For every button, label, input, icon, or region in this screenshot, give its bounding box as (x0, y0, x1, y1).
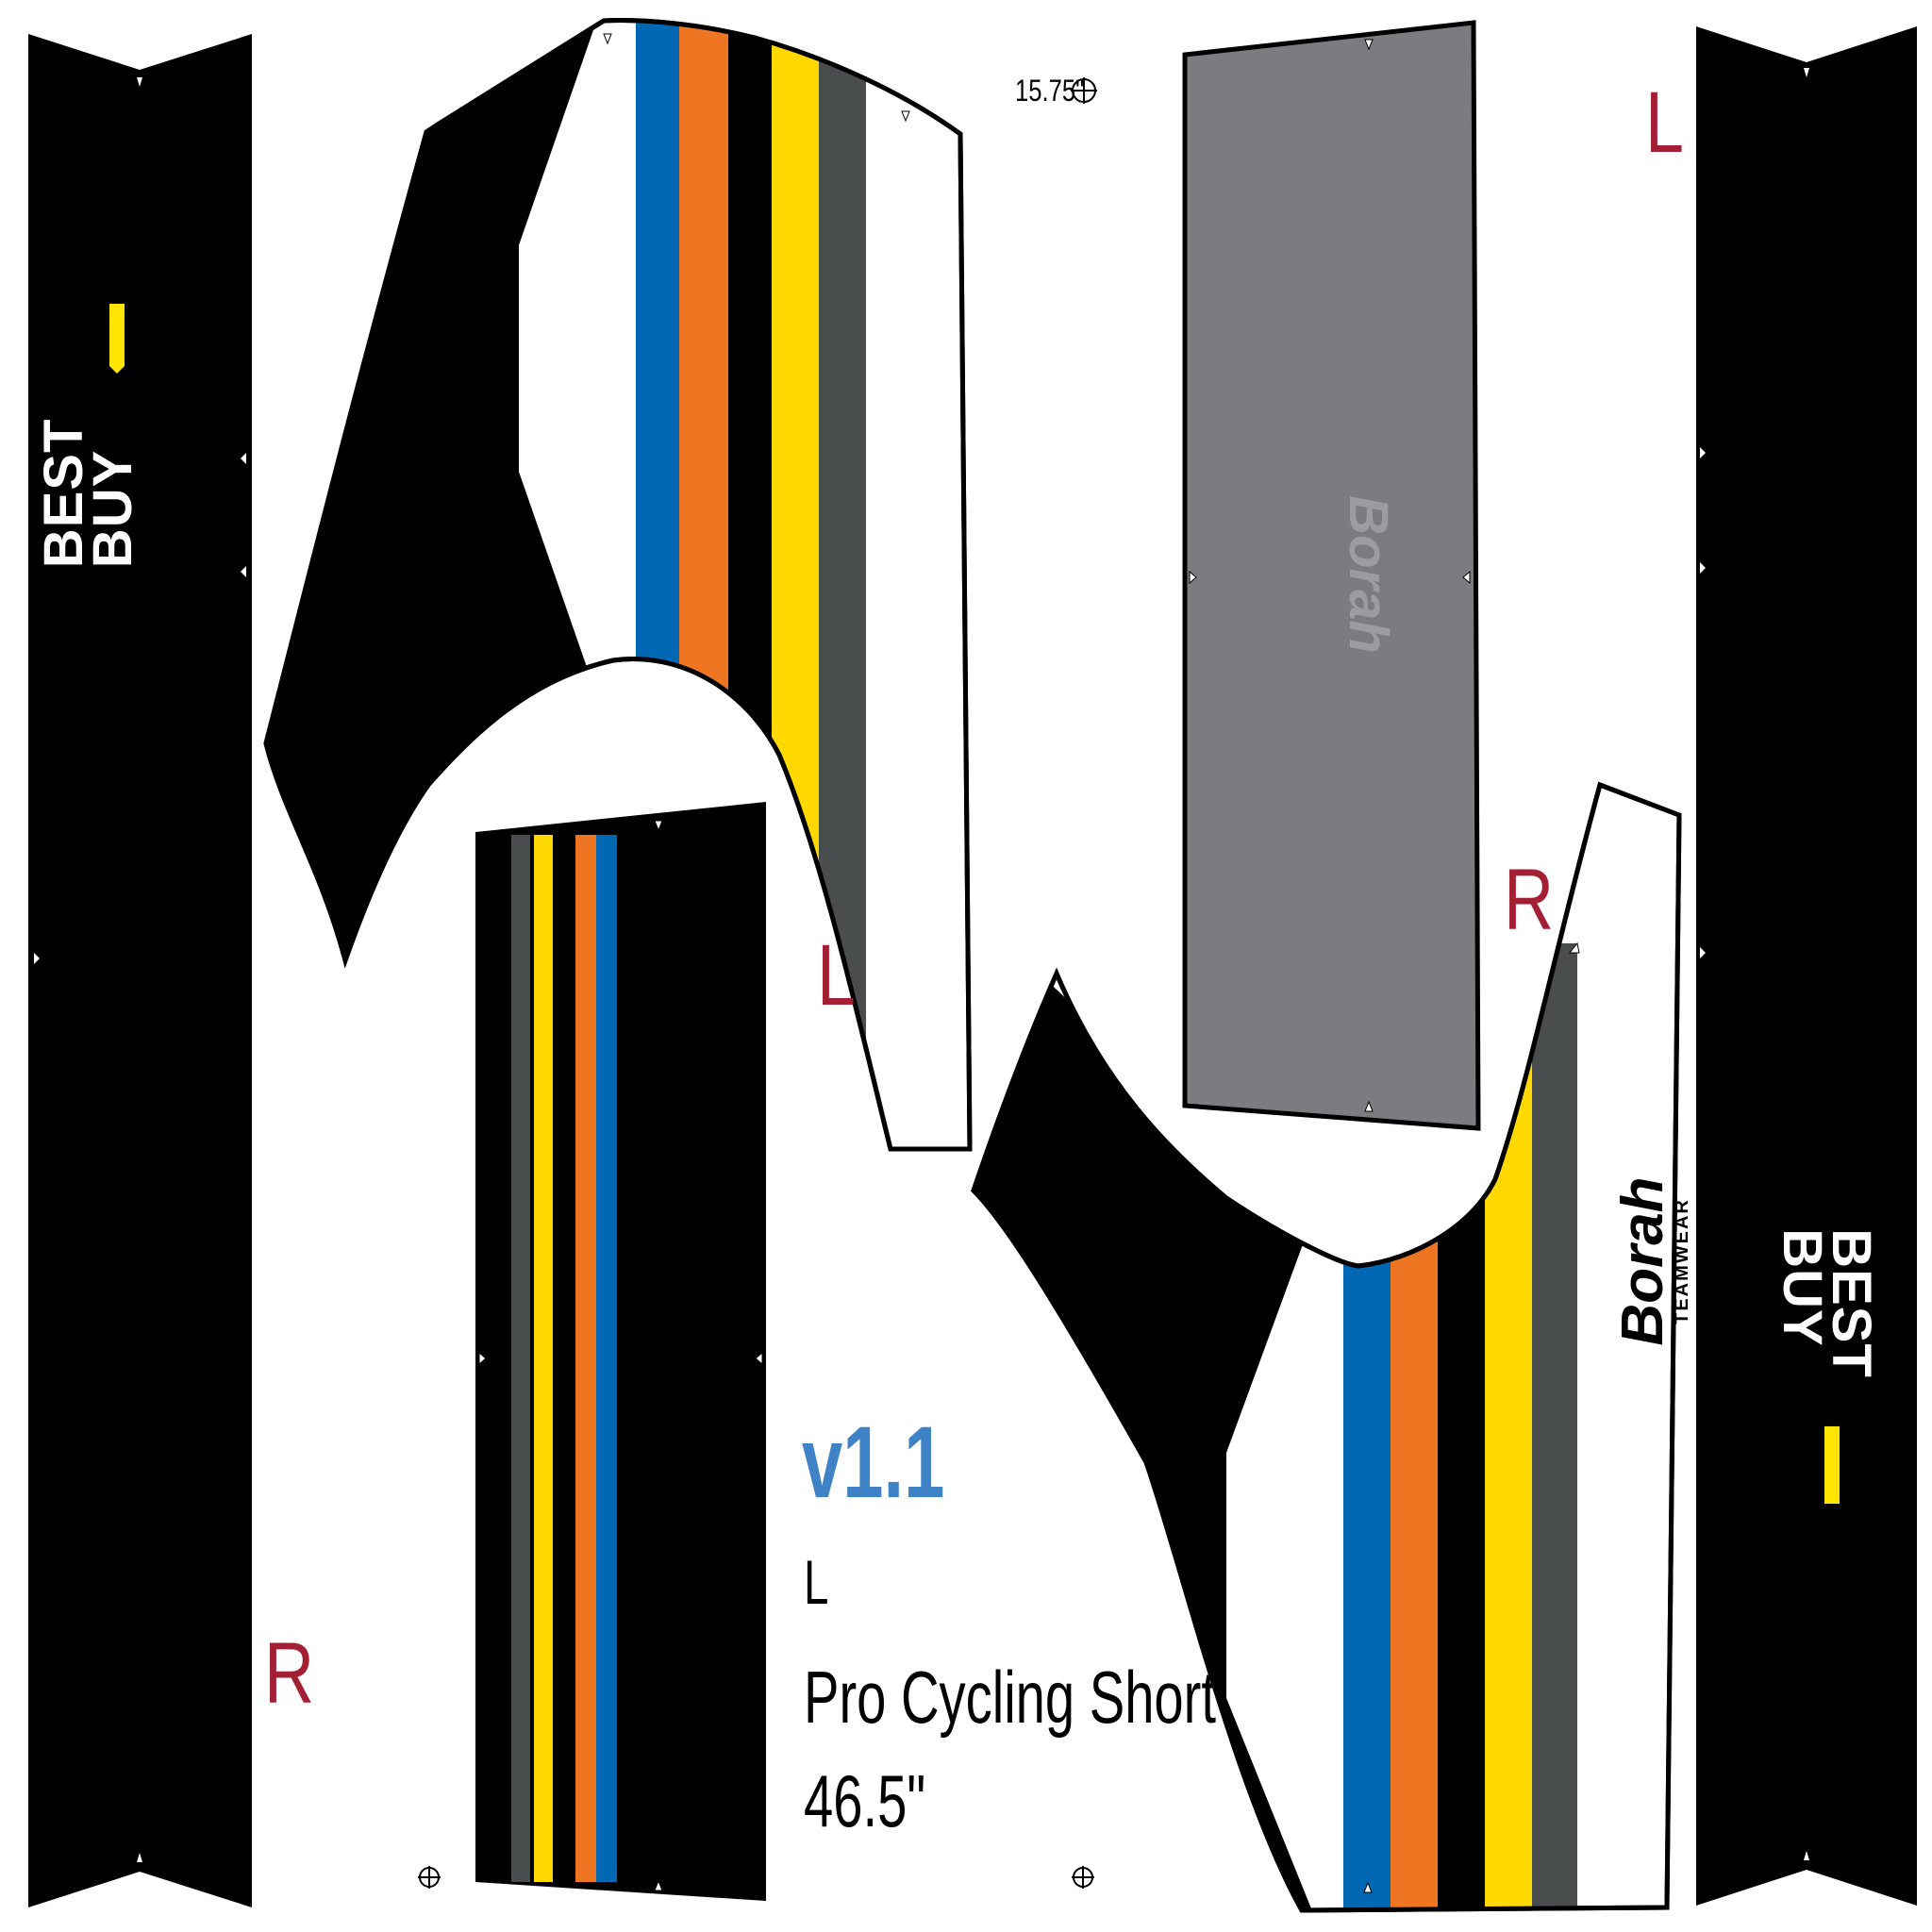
gray-panel (1182, 20, 1481, 1131)
size-label-bottom-left: R (264, 1625, 315, 1722)
registration-mark-icon (1071, 77, 1097, 104)
sponsor-tag-left (109, 304, 125, 374)
sponsor-tag-right (1824, 1426, 1840, 1504)
sponsor-logo-line1: BEST (1821, 1228, 1883, 1378)
registration-mark-icon (418, 1866, 441, 1889)
version-label: v1.1 (802, 1405, 945, 1519)
left-side-panel (28, 34, 252, 1907)
sponsor-logo-line2: BUY (1772, 1228, 1833, 1347)
width-dimension-label: 15.75" (1015, 74, 1085, 108)
size-code-label: L (804, 1547, 829, 1617)
lower-left-black-panel (475, 802, 766, 1901)
size-label-gray-panel: L (1645, 75, 1684, 171)
length-dimension-label: 46.5" (804, 1759, 926, 1842)
brand-logo-lower-leg: Borah TEAMWEAR (1610, 1120, 1692, 1403)
sponsor-logo-right: BEST BUY (1772, 1228, 1883, 1455)
sponsor-logo-line2: BUY (82, 449, 143, 569)
brand-logo-text: Borah (1610, 1176, 1675, 1346)
notch-marker-icon (34, 68, 1809, 1862)
sponsor-logo-left: BEST BUY (33, 341, 143, 569)
brand-logo-subtext: TEAMWEAR (1672, 1198, 1692, 1324)
registration-mark-icon (1072, 1866, 1094, 1889)
notch-marker-icon (478, 33, 1580, 1893)
product-name-label: Pro Cycling Short (804, 1656, 1216, 1739)
size-label-lower-leg: R (1504, 852, 1555, 948)
right-side-panel (1696, 26, 1917, 1906)
size-label-upper-leg: L (817, 927, 856, 1024)
brand-watermark-gray-panel: Borah (1338, 433, 1399, 716)
brand-watermark-text: Borah (1338, 495, 1399, 654)
